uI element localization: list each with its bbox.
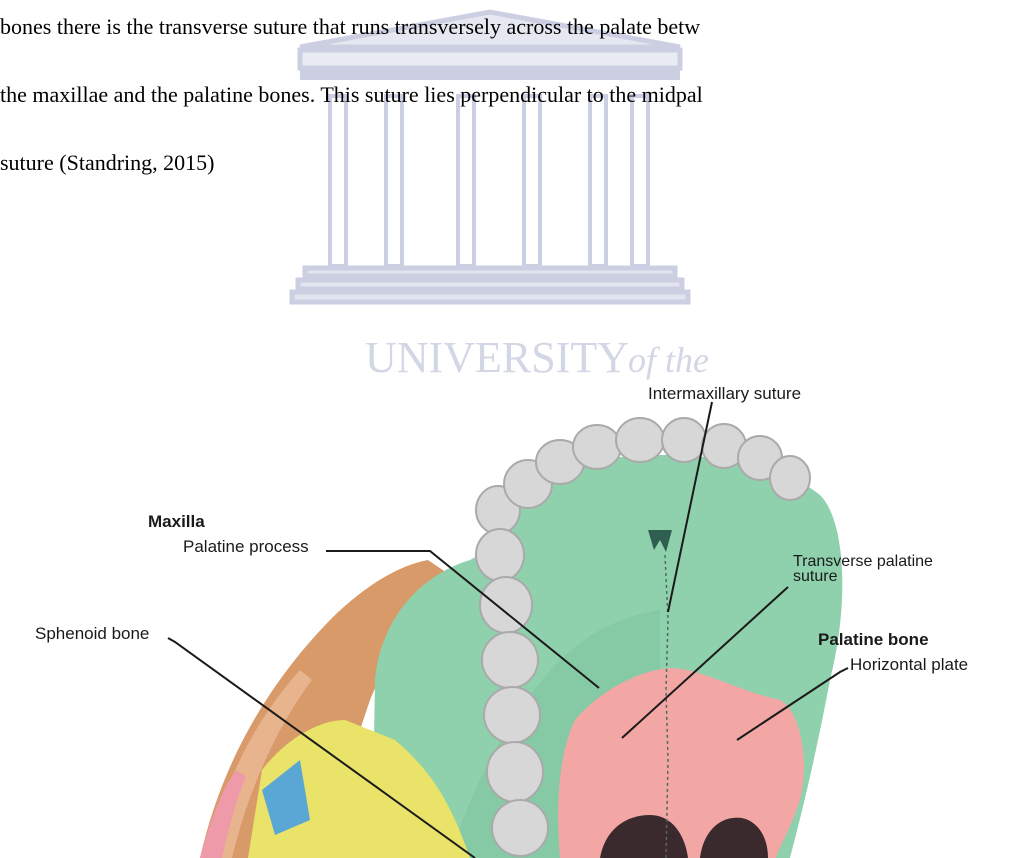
tooth-shape xyxy=(770,456,810,500)
tooth-shape xyxy=(476,529,524,581)
label-transverse-suture: suture xyxy=(793,570,837,584)
label-intermaxillary-suture: Intermaxillary suture xyxy=(648,384,801,404)
tooth-shape xyxy=(573,425,621,469)
label-maxilla-heading: Maxilla xyxy=(148,512,205,532)
tooth-shape xyxy=(616,418,664,462)
label-horizontal-plate: Horizontal plate xyxy=(850,655,968,675)
label-palatine-process: Palatine process xyxy=(183,537,309,557)
tooth-shape xyxy=(662,418,706,462)
tooth-shape xyxy=(484,687,540,743)
label-sphenoid-bone: Sphenoid bone xyxy=(35,624,149,644)
label-palatine-bone-heading: Palatine bone xyxy=(818,630,929,650)
label-transverse-palatine: Transverse palatine xyxy=(793,555,933,569)
tooth-shape xyxy=(482,632,538,688)
tooth-shape xyxy=(480,577,532,633)
tooth-shape xyxy=(487,742,543,802)
tooth-shape xyxy=(492,800,548,856)
